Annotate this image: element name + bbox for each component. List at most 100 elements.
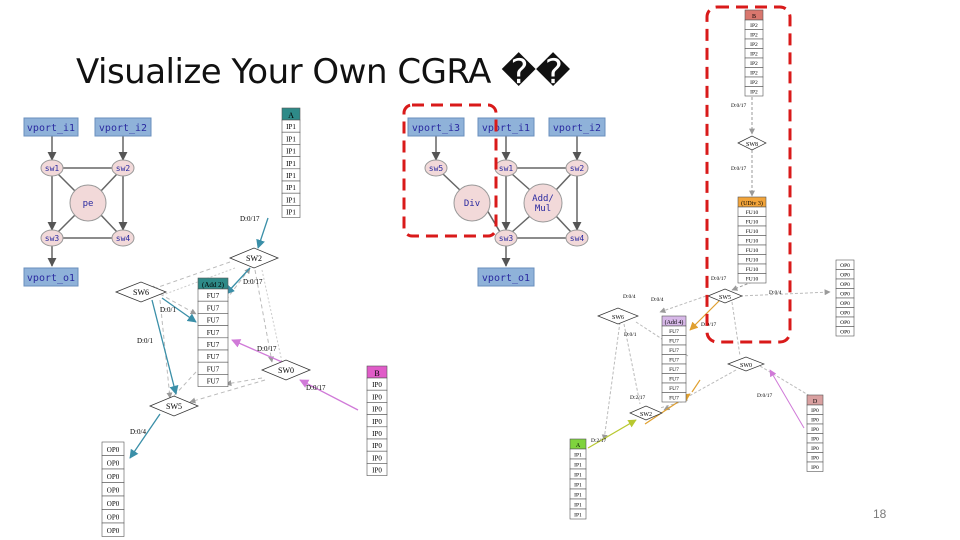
svg-text:SW5: SW5 xyxy=(719,295,731,301)
table-cell-label: IP2 xyxy=(750,71,758,77)
vport-label: vport_i1 xyxy=(482,123,530,134)
switch-node xyxy=(40,229,64,247)
left-topology: vport_i1 vport_i2 sw1 sw2 pe sw3 sw4 vpo… xyxy=(23,117,152,287)
table-cell-label: FU7 xyxy=(207,378,220,386)
table-cell-label: IP1 xyxy=(574,453,582,459)
table-cell xyxy=(806,461,824,472)
svg-text:B: B xyxy=(752,14,756,20)
table-cell-label: OP0 xyxy=(840,263,850,269)
addmul-label: Add/Mul xyxy=(532,194,554,214)
table-cell-label: IP1 xyxy=(286,135,296,143)
table-cell-label: IP0 xyxy=(372,381,382,389)
edge-label: D:0/1 xyxy=(624,332,637,338)
vport-label: vport_i2 xyxy=(99,123,147,134)
edge-label: D:0/1 xyxy=(137,337,153,345)
switch-sw5: SW5 xyxy=(148,395,200,417)
switch-label: sw2 xyxy=(116,164,131,173)
switch-label: sw3 xyxy=(45,234,60,243)
svg-text:(Add 2): (Add 2) xyxy=(202,281,225,289)
switch-sw2: SW2 xyxy=(228,247,280,269)
table-cell-label: OP0 xyxy=(107,460,120,468)
table-cell xyxy=(744,86,764,97)
table-cell-label: IP1 xyxy=(286,160,296,168)
vport-node xyxy=(477,267,535,287)
edge-label: D:0/4 xyxy=(769,290,782,296)
table-cell-label: IP2 xyxy=(750,33,758,39)
svg-text:SW5: SW5 xyxy=(166,402,182,411)
table-cell-label: IP0 xyxy=(372,406,382,414)
table-cell-label: IP1 xyxy=(574,493,582,499)
div-label: Div xyxy=(464,199,480,209)
table-cell-label: OP0 xyxy=(840,311,850,317)
table-cell-label: IP0 xyxy=(372,467,382,475)
table-cell-label: IP0 xyxy=(811,418,819,424)
svg-text:D: D xyxy=(813,399,818,405)
table-cell-label: OP0 xyxy=(107,514,120,522)
vport-node xyxy=(548,117,606,137)
edge-label: D:0/17 xyxy=(701,322,717,328)
table-cell xyxy=(569,508,587,520)
svg-text:SW0: SW0 xyxy=(278,366,294,375)
switch-sw5-right: SW5 xyxy=(707,288,743,304)
table-cell-label: IP1 xyxy=(574,463,582,469)
table-cell-label: IP0 xyxy=(811,437,819,443)
table-cell-label: FU10 xyxy=(746,229,759,235)
svg-text:A: A xyxy=(288,111,294,120)
edge-label: D:0/4 xyxy=(651,297,664,303)
table-cell-label: FU7 xyxy=(669,329,679,335)
table-cell-label: IP2 xyxy=(750,90,758,96)
table-cell-label: IP1 xyxy=(286,123,296,131)
table-cell-label: FU10 xyxy=(746,248,759,254)
svg-text:(Add 4): (Add 4) xyxy=(665,319,684,326)
table-cell-label: FU7 xyxy=(669,348,679,354)
table-cell-label: IP0 xyxy=(372,393,382,401)
table-cell xyxy=(281,205,301,218)
table-cell-label: FU7 xyxy=(207,365,220,373)
slide-title: Visualize Your Own CGRA �� xyxy=(76,52,570,92)
table-cell-label: FU7 xyxy=(669,358,679,364)
vport-label: vport_o1 xyxy=(482,273,530,284)
table-cell-label: IP0 xyxy=(372,418,382,426)
table-cell-label: OP0 xyxy=(840,282,850,288)
table-cell-label: IP1 xyxy=(286,172,296,180)
svg-text:SW6: SW6 xyxy=(133,288,149,297)
vport-label: vport_o1 xyxy=(27,273,75,284)
table-cell-label: IP1 xyxy=(286,196,296,204)
table-cell-label: FU7 xyxy=(669,386,679,392)
table-cell-label: OP0 xyxy=(840,330,850,336)
table-cell-label: FU10 xyxy=(746,220,759,226)
table-cell-label: FU7 xyxy=(669,396,679,402)
page-number: 18 xyxy=(873,507,887,521)
switch-label: sw1 xyxy=(45,164,60,173)
table-cell-label: IP0 xyxy=(811,427,819,433)
edge-label: D:0/17 xyxy=(757,393,773,399)
edge-label: D:0/17 xyxy=(731,166,747,172)
div-node xyxy=(453,184,491,222)
switch-node xyxy=(565,229,589,247)
pe-node xyxy=(69,184,107,222)
table-cell-label: OP0 xyxy=(107,487,120,495)
right-topology: vport_i3 vport_i1 vport_i2 sw5 sw1 sw2 D… xyxy=(402,103,606,287)
table-cell-label: FU10 xyxy=(746,267,759,273)
edge-label: D:0/4 xyxy=(623,294,636,300)
edge-label: D:0/17 xyxy=(257,345,277,353)
addmul-node xyxy=(523,183,563,223)
edge-label: D:2/17 xyxy=(591,438,607,444)
table-cell-label: OP0 xyxy=(840,273,850,279)
table-cell-label: FU7 xyxy=(207,317,220,325)
table-cell-label: IP2 xyxy=(750,80,758,86)
table-cell-label: IP1 xyxy=(574,473,582,479)
table-cell-label: FU7 xyxy=(669,367,679,373)
edge-label: D:0/17 xyxy=(711,276,727,282)
table-cell-label: IP1 xyxy=(574,503,582,509)
table-cell-label: FU10 xyxy=(746,239,759,245)
table-cell-label: IP0 xyxy=(372,442,382,450)
table-cell-label: OP0 xyxy=(840,292,850,298)
edge-label: D:0/17 xyxy=(306,384,326,392)
